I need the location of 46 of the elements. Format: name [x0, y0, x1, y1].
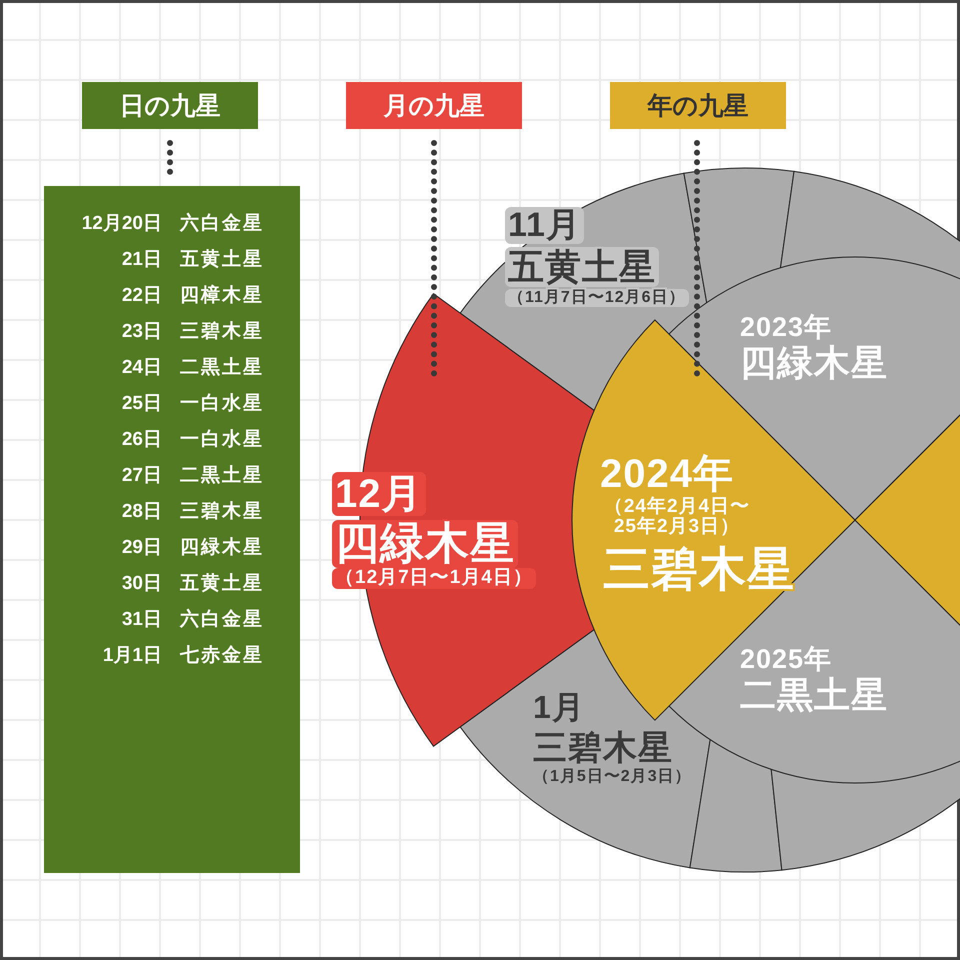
star-name: 四緑木星	[740, 343, 888, 383]
dotted-leader-line	[167, 140, 173, 175]
star-name: 二黒土星	[740, 675, 888, 715]
date-text: 12月20日	[82, 214, 162, 235]
date-text: 30日	[122, 574, 162, 595]
date-text: 28日	[122, 502, 162, 523]
date-text: 31日	[122, 610, 162, 631]
date-range: （24年2月4日〜25年2月3日）	[602, 496, 752, 537]
date-text: 24日	[122, 358, 162, 379]
star-name: 一白水星	[180, 430, 264, 451]
date-text: 26日	[122, 430, 162, 451]
date-range: （1月5日〜2月3日）	[533, 768, 692, 786]
year-label: 2023年	[740, 313, 832, 343]
date-text: 27日	[122, 466, 162, 487]
date-text: 1月1日	[102, 646, 162, 667]
date-text: 25日	[122, 394, 162, 415]
star-name: 三碧木星	[180, 322, 264, 343]
star-name: 三碧木星	[603, 542, 795, 595]
date-range: （11月7日〜12月6日）	[505, 289, 689, 307]
star-name: 四樟木星	[180, 286, 264, 307]
year-label: 2025年	[740, 645, 832, 675]
date-text: 21日	[122, 250, 162, 271]
date-text: 22日	[122, 286, 162, 307]
date-range: （12月7日〜1月4日）	[332, 568, 536, 589]
star-name: 二黒土星	[180, 358, 264, 379]
heading-tag: 年の九星	[610, 82, 786, 129]
star-name: 五黄土星	[180, 574, 264, 595]
heading-tag: 月の九星	[346, 82, 522, 129]
star-name: 二黒土星	[180, 466, 264, 487]
star-name: 六白金星	[180, 610, 264, 631]
star-name: 四緑木星	[180, 538, 264, 559]
month-label: 1月	[533, 690, 585, 726]
year-label: 2024年	[600, 452, 734, 496]
date-text: 29日	[122, 538, 162, 559]
star-name: 五黄土星	[505, 247, 659, 287]
heading-tag: 日の九星	[82, 82, 258, 129]
star-name: 四緑木星	[332, 520, 518, 568]
month-label: 12月	[332, 472, 426, 516]
star-name: 三碧木星	[533, 730, 673, 768]
star-name: 七赤金星	[180, 646, 264, 667]
star-name: 一白水星	[180, 394, 264, 415]
star-name: 三碧木星	[180, 502, 264, 523]
date-text: 23日	[122, 322, 162, 343]
month-label: 11月	[505, 207, 584, 244]
star-name: 五黄土星	[180, 250, 264, 271]
star-name: 六白金星	[180, 214, 264, 235]
